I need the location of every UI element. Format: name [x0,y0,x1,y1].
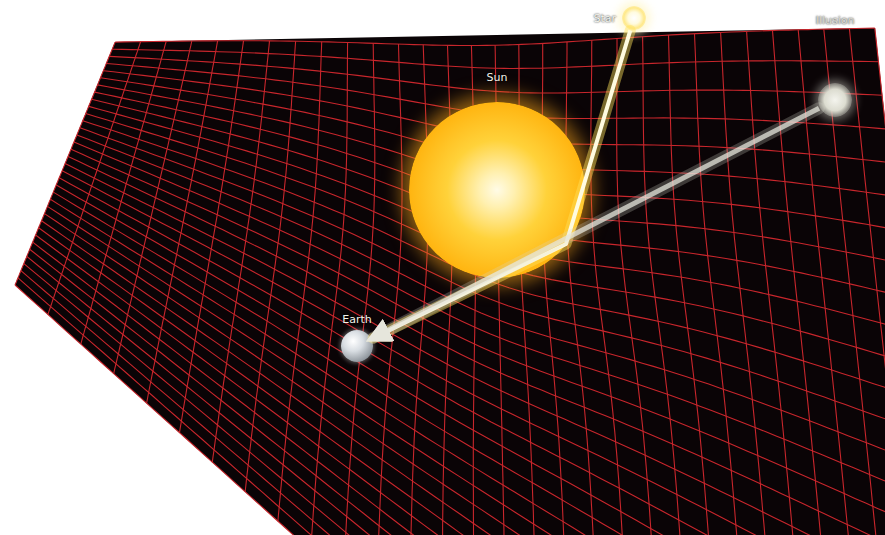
grid-line [875,28,885,535]
grid-line [24,264,885,535]
grid-line [376,44,402,535]
ray-glow [373,30,630,338]
grid-line [21,271,885,535]
light-ray [373,108,819,338]
grid-line [278,42,322,521]
grid-line [109,56,882,95]
light-ray [373,30,630,338]
grid-plane [15,28,885,535]
sun-disc [409,102,585,278]
grid-line [27,256,885,535]
grid-lines [15,28,885,535]
body-node: Earth [341,313,373,362]
body-label: Illusion [816,14,855,27]
grid-line [36,235,885,535]
earth-sphere [341,330,373,362]
star-glow [622,6,646,30]
illusion-glow [818,83,852,117]
grid-line [643,37,705,535]
body-label: Sun [487,71,508,84]
grid-line [18,278,885,535]
grid-line [773,31,869,535]
body-label: Star [593,12,616,25]
body-node: Illusion [816,14,855,117]
grid-line [409,45,428,535]
grid-line [695,34,771,535]
grid-line [15,285,885,535]
body-node: Star [593,6,646,30]
body-node: Sun [409,71,585,278]
ray-glow [373,108,819,338]
grid-line [721,33,803,535]
body-label: Earth [342,313,372,326]
ray-line [373,30,630,338]
grid-line [849,29,885,535]
grid-line [92,99,885,297]
grid-line [617,39,672,535]
grid-line [115,28,875,45]
grid-line [30,249,885,535]
grid-line [33,242,885,535]
grid-line [311,43,348,535]
ray-line [373,108,819,338]
grid-line [112,49,878,68]
